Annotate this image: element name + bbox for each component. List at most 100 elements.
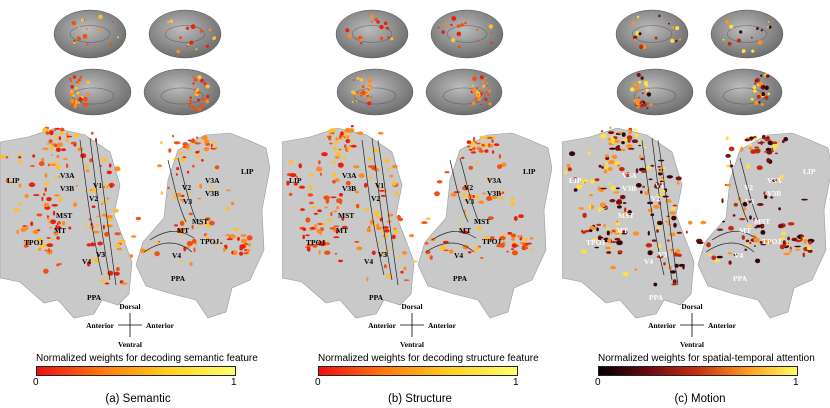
activation-blob: [16, 229, 20, 234]
activation-blob: [743, 207, 747, 211]
compass-label-right: Anterior: [708, 321, 737, 330]
activation-blob: [728, 225, 734, 231]
activation-blob: [409, 234, 415, 238]
activation-blob: [597, 207, 602, 213]
activation-spot: [766, 74, 770, 78]
activation-blob: [487, 178, 493, 181]
activation-spot: [456, 31, 462, 37]
activation-blob: [350, 144, 357, 148]
activation-blob: [289, 173, 297, 178]
activation-blob: [313, 212, 318, 215]
roi-label-right: V3B: [767, 189, 781, 198]
activation-blob: [597, 186, 601, 191]
activation-blob: [453, 191, 461, 194]
activation-spot: [72, 103, 78, 109]
activation-blob: [767, 140, 774, 146]
activation-blob: [61, 221, 66, 226]
activation-blob: [608, 160, 615, 165]
activation-spot: [636, 86, 641, 91]
colorbar-max-label: 1: [231, 377, 237, 388]
brain-sulcus: [726, 25, 768, 43]
activation-blob: [195, 151, 200, 154]
activation-blob: [753, 237, 760, 243]
activation-blob: [747, 200, 752, 204]
activation-blob: [669, 211, 676, 215]
activation-blob: [50, 238, 55, 241]
activation-blob: [135, 216, 141, 221]
activation-blob: [58, 196, 63, 202]
activation-spot: [164, 30, 167, 32]
activation-blob: [744, 138, 751, 142]
activation-blob: [581, 181, 584, 185]
activation-blob: [670, 270, 677, 274]
activation-spot: [199, 29, 204, 33]
activation-blob: [608, 182, 611, 185]
roi-boundary: [177, 157, 197, 221]
activation-spot: [352, 91, 356, 95]
activation-spot: [193, 77, 198, 82]
activation-blob: [334, 252, 338, 255]
activation-blob: [436, 180, 443, 184]
activation-spot: [479, 75, 484, 80]
roi-label-left: V2: [651, 194, 660, 203]
activation-blob: [605, 246, 611, 250]
activation-blob: [96, 215, 99, 218]
activation-blob: [57, 226, 62, 230]
activation-blob: [182, 156, 187, 159]
activation-blob: [326, 135, 332, 138]
activation-blob: [89, 158, 94, 163]
roi-boundary: [431, 231, 477, 241]
activation-spot: [71, 104, 74, 107]
activation-blob: [733, 202, 738, 207]
activation-blob: [766, 150, 772, 155]
activation-blob: [621, 141, 625, 145]
panel-caption: (c) Motion: [674, 393, 726, 405]
roi-label-left: V3B: [60, 184, 74, 193]
activation-blob: [658, 182, 664, 185]
activation-blob: [611, 154, 618, 160]
activation-blob: [65, 138, 69, 142]
activation-blob: [513, 216, 518, 221]
activation-blob: [338, 259, 343, 263]
activation-blob: [511, 237, 515, 241]
activation-blob: [46, 237, 51, 239]
activation-spot: [83, 96, 88, 102]
roi-label-right: MT: [739, 226, 751, 235]
activation-blob: [223, 247, 226, 252]
activation-blob: [56, 165, 61, 170]
compass-label-right: Anterior: [146, 321, 175, 330]
activation-blob: [36, 213, 43, 217]
activation-blob: [742, 201, 748, 207]
activation-blob: [728, 146, 735, 152]
activation-blob: [36, 238, 43, 243]
activation-blob: [100, 279, 107, 283]
activation-blob: [246, 235, 253, 241]
activation-blob: [601, 166, 604, 169]
activation-blob: [588, 204, 592, 210]
activation-spot: [631, 21, 635, 25]
roi-label-left: PPA: [649, 293, 664, 302]
activation-spot: [68, 77, 72, 81]
activation-spot: [768, 25, 772, 29]
activation-spot: [370, 96, 372, 99]
compass-label-bottom: Ventral: [400, 340, 424, 349]
activation-blob: [721, 198, 724, 204]
roi-boundary: [641, 139, 665, 276]
activation-spot: [473, 98, 476, 101]
activation-blob: [654, 184, 661, 189]
activation-spot: [213, 36, 217, 40]
activation-blob: [491, 150, 495, 154]
roi-label-right: V2: [182, 183, 191, 192]
activation-spot: [379, 24, 384, 30]
activation-blob: [331, 172, 337, 178]
activation-blob: [28, 182, 36, 187]
activation-blob: [114, 243, 121, 247]
activation-spot: [72, 94, 75, 97]
activation-blob: [781, 139, 785, 144]
activation-blob: [393, 227, 397, 231]
activation-blob: [464, 199, 469, 202]
activation-blob: [400, 270, 404, 274]
activation-blob: [594, 246, 599, 249]
activation-blob: [741, 235, 745, 240]
